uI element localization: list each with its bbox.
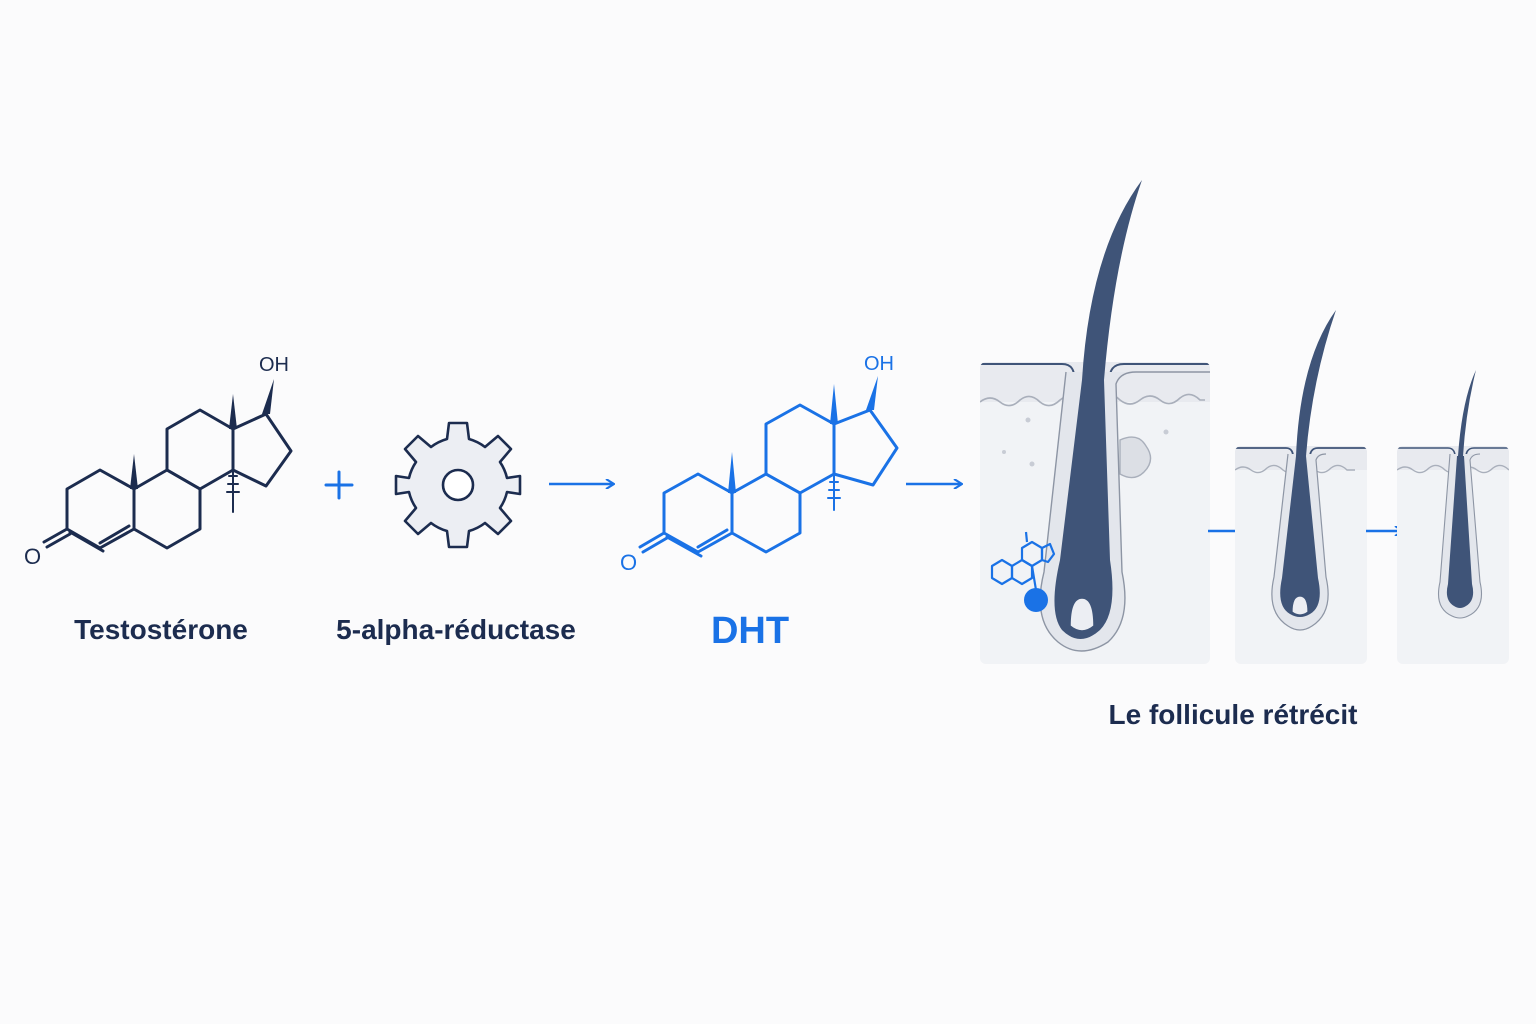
- dht-receptor-dot: [1024, 588, 1048, 612]
- follicle-label: Le follicule rétrécit: [1108, 699, 1358, 730]
- testosterone-o-label: O: [24, 544, 41, 569]
- dht-molecule: [638, 403, 899, 558]
- plus-icon: [324, 470, 354, 500]
- follicle-panel-medium: [1235, 310, 1367, 664]
- dht-label: DHT: [710, 610, 790, 652]
- testosterone-wedges: [130, 379, 274, 489]
- testosterone-oh-label: OH: [259, 354, 289, 376]
- dht-oh-label: OH: [864, 353, 894, 375]
- gear-icon: [394, 421, 522, 549]
- dht-o-label: O: [620, 550, 637, 575]
- molecule-icon: [990, 531, 1056, 591]
- follicle-panel-small: [1397, 370, 1509, 664]
- testosterone-molecule: [42, 408, 293, 553]
- follicle-panel-large: [980, 180, 1210, 664]
- dht-wedges: [728, 376, 878, 493]
- testosterone-label: Testostérone: [74, 614, 248, 645]
- enzyme-label: 5-alpha-réductase: [336, 614, 576, 645]
